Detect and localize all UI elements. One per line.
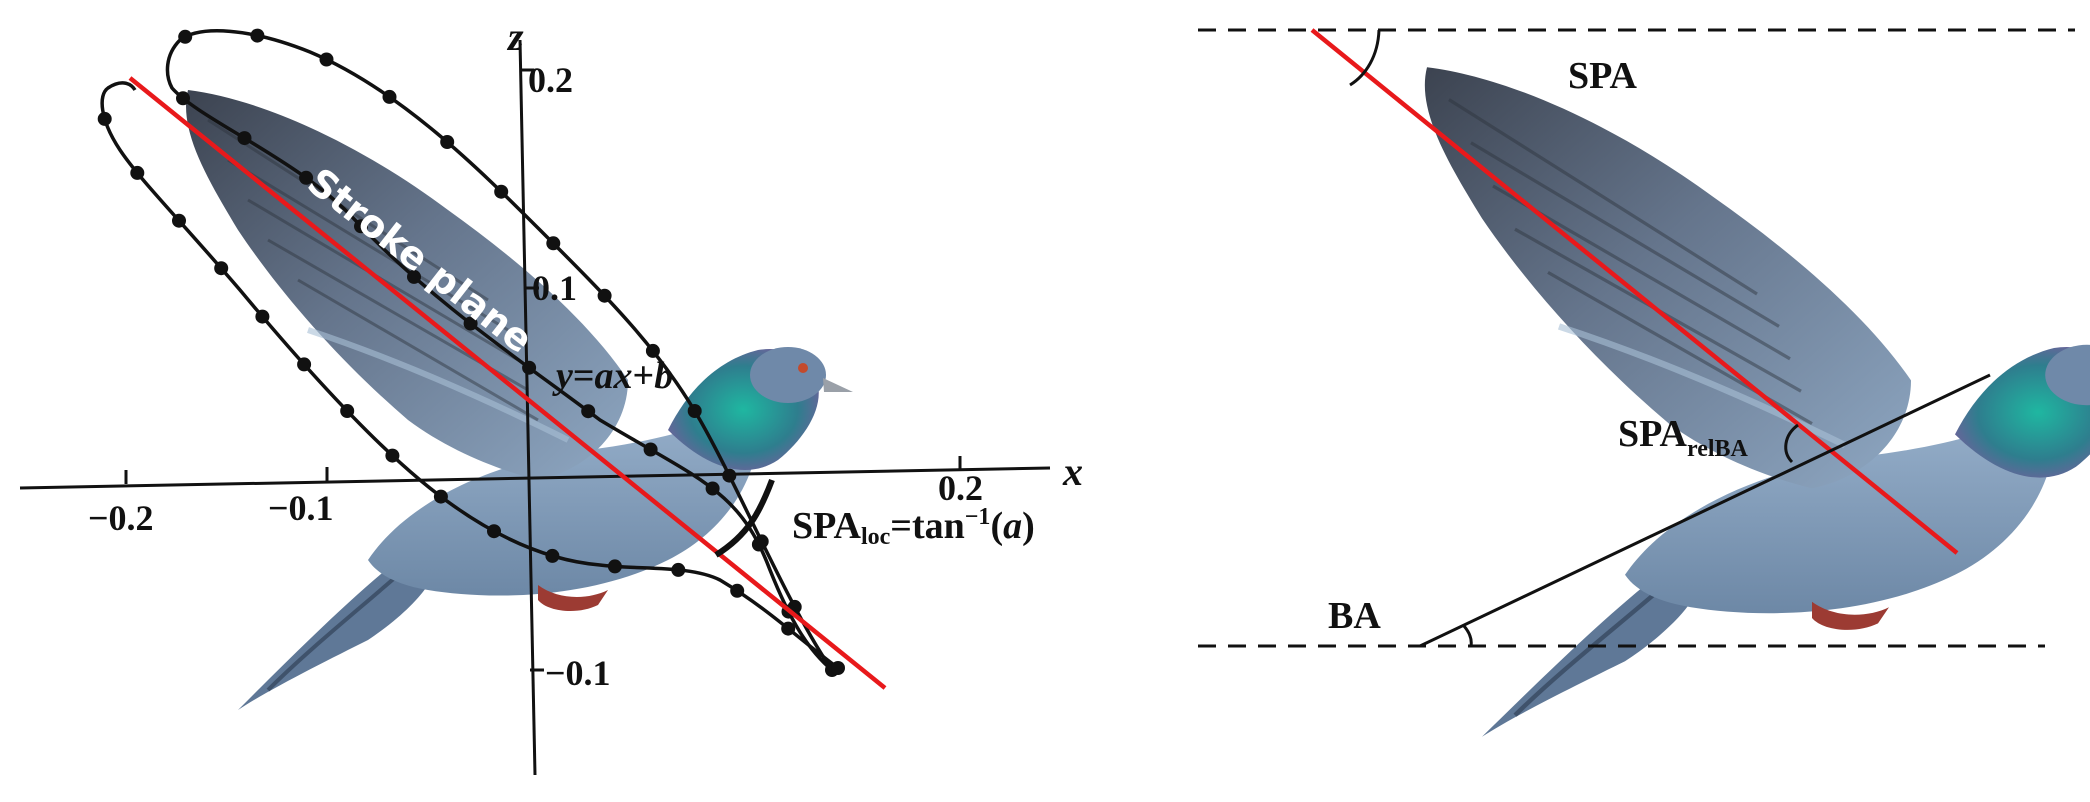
trajectory-dot xyxy=(354,219,368,234)
body-axis-line xyxy=(1419,373,1991,648)
trajectory-dot xyxy=(781,621,796,636)
trajectory-dot xyxy=(297,357,312,372)
trajectory-dot xyxy=(433,489,448,504)
z-tick-label-neg01: −0.1 xyxy=(545,653,611,693)
trajectory-dot xyxy=(730,583,745,598)
z-axis-label: z xyxy=(506,14,524,59)
trajectory-dot xyxy=(250,28,265,43)
trajectory-dot xyxy=(255,309,270,324)
trajectory-dot xyxy=(671,562,686,577)
ba-label: BA xyxy=(1328,595,1381,637)
right-panel: SPA SPArelBA BA xyxy=(1198,28,2090,737)
trajectory-dots xyxy=(97,28,845,677)
trajectory-dot xyxy=(440,135,455,149)
trajectory-dot xyxy=(546,236,561,251)
trajectory-dot xyxy=(382,89,397,104)
trajectory-dot xyxy=(545,548,560,563)
z-axis-line xyxy=(518,39,537,776)
wingtip-trajectory xyxy=(165,29,834,672)
trajectory-dot xyxy=(487,524,501,539)
spa-label: SPA xyxy=(1568,55,1638,97)
trajectory-dot xyxy=(407,269,421,284)
trajectory-dot xyxy=(494,184,509,199)
spa-loc-label: SPAloc=tan−1(a) xyxy=(792,504,1035,550)
trajectory-dot xyxy=(597,288,612,303)
trajectory-dot xyxy=(463,316,478,331)
trajectory-dot xyxy=(645,343,660,358)
trajectory-dot xyxy=(237,131,252,146)
spa-angle-arc xyxy=(1349,29,1381,87)
spa-relba-label: SPArelBA xyxy=(1618,413,1749,462)
pigeon-right-image xyxy=(1425,67,2090,737)
x-tick-label-neg01: −0.1 xyxy=(268,488,334,528)
trajectory-dot xyxy=(385,448,400,463)
trajectory-dot xyxy=(722,468,737,483)
pigeon-left-image xyxy=(186,90,853,710)
plane-equation: y=ax+b xyxy=(552,355,673,397)
left-panel: −0.2 −0.1 0.2 0.2 0.1 −0.1 x z Stroke pl… xyxy=(19,14,1083,776)
trajectory-dot xyxy=(130,165,145,180)
trajectory-dot xyxy=(643,442,658,457)
x-axis-label: x xyxy=(1062,449,1083,494)
trajectory-dot xyxy=(340,404,355,418)
z-tick-label-02: 0.2 xyxy=(528,60,573,100)
trajectory-dot xyxy=(319,52,334,67)
trajectory-dot xyxy=(581,404,596,419)
trajectory-dot xyxy=(705,481,720,496)
spa-loc-angle-arc xyxy=(714,478,775,558)
z-tick-label-01: 0.1 xyxy=(532,268,577,308)
trajectory-dot xyxy=(751,537,766,552)
trajectory-dot xyxy=(214,261,229,276)
trajectory-dot xyxy=(178,29,193,44)
spa-relba-angle-arc xyxy=(1784,423,1799,464)
trajectory-dot xyxy=(522,360,537,375)
trajectory-dot xyxy=(831,661,845,675)
x-tick-label-02: 0.2 xyxy=(938,468,983,508)
stroke-plane-line-left xyxy=(128,76,887,690)
trajectory-dot xyxy=(607,559,622,574)
trajectory-dot xyxy=(97,111,112,126)
trajectory-dot xyxy=(687,404,702,418)
trajectory-dot xyxy=(299,170,314,185)
trajectory-dot xyxy=(176,91,190,106)
x-tick-label-neg02: −0.2 xyxy=(88,498,154,538)
trajectory-dot xyxy=(172,213,186,228)
x-axis-line xyxy=(19,466,1051,490)
ba-angle-arc xyxy=(1462,625,1473,647)
stroke-plane-line-right xyxy=(1310,28,1959,555)
